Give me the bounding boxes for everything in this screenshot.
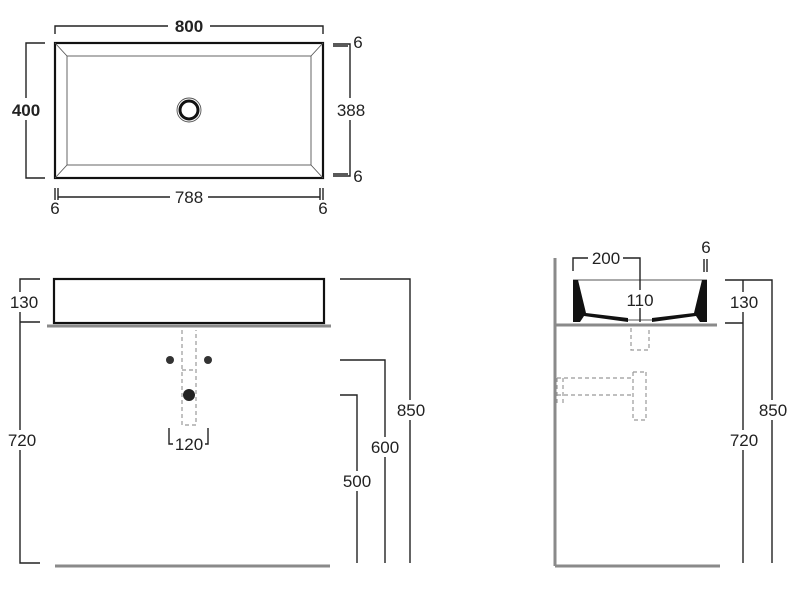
basin-section-left — [573, 280, 628, 322]
dim-width: 800 — [175, 17, 203, 36]
dim-wall-line — [703, 259, 708, 272]
waste-pipe-hidden — [181, 330, 197, 426]
dim-right-lines — [340, 278, 411, 563]
dim-waste-height: 500 — [343, 472, 371, 491]
dim-side-total-height: 850 — [759, 401, 787, 420]
dim-half-depth: 200 — [592, 249, 620, 268]
dim-inner-width-line — [54, 188, 324, 200]
valve-right-icon — [204, 356, 212, 364]
front-view: 120 130 720 850 600 500 — [4, 277, 428, 568]
dim-valve-spacing: 120 — [175, 435, 203, 454]
basin-front — [52, 277, 326, 325]
dim-inner-width: 788 — [175, 188, 203, 207]
dim-height: 400 — [12, 101, 40, 120]
top-view: 800 400 388 6 6 788 6 6 — [8, 17, 368, 218]
basin-outline — [53, 41, 325, 180]
dim-wall-thickness: 6 — [701, 238, 710, 257]
dim-basin-height: 130 — [10, 293, 38, 312]
dim-inner-height: 388 — [337, 101, 365, 120]
dim-drain-depth: 110 — [626, 291, 653, 310]
basin-inner — [66, 55, 312, 166]
waste-outlet-icon — [183, 389, 195, 401]
dim-rim-top: 6 — [353, 33, 362, 52]
side-view: 200 6 110 130 720 850 — [553, 238, 790, 568]
dim-left-line — [19, 278, 40, 564]
dim-side-basin-height: 130 — [730, 293, 758, 312]
dim-rim-bottom: 6 — [353, 167, 362, 186]
trap-hidden — [556, 328, 650, 421]
dim-valve-height: 600 — [371, 438, 399, 457]
dim-counter-height: 720 — [8, 431, 36, 450]
dim-rim-left: 6 — [50, 199, 59, 218]
bevel-corners — [54, 42, 324, 179]
dim-rim-right: 6 — [318, 199, 327, 218]
dim-side-counter-height: 720 — [730, 431, 758, 450]
basin-section-right — [652, 280, 707, 322]
valve-left-icon — [166, 356, 174, 364]
dim-width-line — [54, 25, 324, 34]
dim-side-right-lines — [725, 279, 773, 563]
drain-icon — [178, 99, 200, 121]
drain-outer-icon — [176, 97, 202, 123]
dim-total-height: 850 — [397, 401, 425, 420]
dim-valve-spacing-line — [168, 428, 209, 445]
